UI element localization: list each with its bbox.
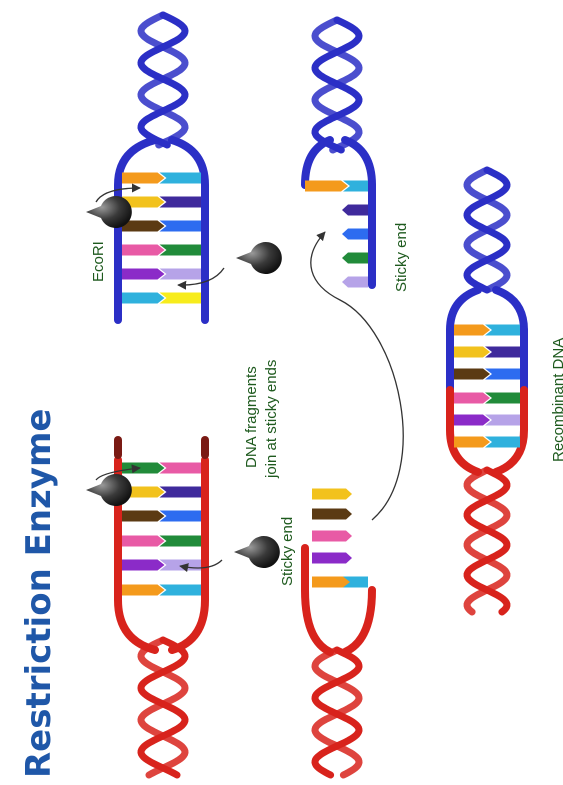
sticky-base — [342, 277, 368, 288]
base-pair-right — [485, 347, 520, 358]
join-arrow — [311, 232, 403, 520]
backbone-strand — [305, 590, 330, 652]
base-pair-right — [160, 536, 202, 547]
base-pair-left — [122, 221, 165, 232]
backbone-strand — [345, 140, 372, 185]
base-pair-left — [122, 536, 165, 547]
base-pair-right — [160, 487, 202, 498]
sticky-base — [342, 229, 368, 240]
base-pair-left — [122, 173, 165, 184]
sticky-base — [312, 553, 352, 564]
base-pair-right — [485, 437, 520, 448]
sticky-base — [342, 253, 368, 264]
sticky-base — [312, 489, 352, 500]
base-pair-right — [160, 173, 202, 184]
base-pair-left — [454, 347, 490, 358]
base-pair-left — [122, 560, 165, 571]
enzyme-eye — [231, 255, 234, 258]
dna-strand-red-top — [81, 440, 279, 775]
ecori-enzyme-icon — [86, 196, 132, 228]
base-pair-right — [160, 269, 202, 280]
base-pair-right — [160, 511, 202, 522]
ecori-enzyme-icon — [86, 474, 132, 506]
sticky-end-left-label: Sticky end — [279, 517, 296, 586]
base-pair-left — [305, 181, 348, 192]
helix-strand-b — [467, 170, 507, 290]
base-pair-left — [122, 293, 165, 304]
base-pair-left — [122, 269, 165, 280]
base-pair-right — [160, 293, 202, 304]
join-curve-arrow — [311, 232, 403, 520]
base-pair-left — [122, 463, 165, 474]
sticky-base — [312, 509, 352, 520]
base-pair-right — [160, 463, 202, 474]
enzyme-eye — [229, 549, 232, 552]
enzyme-label: EcoRI — [90, 241, 107, 282]
base-pair-left — [454, 437, 490, 448]
join-label-line-1: DNA fragments — [243, 366, 260, 468]
enzyme-eye — [81, 209, 84, 212]
base-pair-right — [160, 221, 202, 232]
base-pair-right — [160, 560, 202, 571]
base-pair-right — [485, 415, 520, 426]
recombinant-dna-label: Recombinant DNA — [550, 338, 563, 462]
base-pair-right — [485, 369, 520, 380]
base-pair-right — [485, 325, 520, 336]
base-pair-right — [160, 245, 202, 256]
ecori-enzyme-icon — [234, 536, 280, 568]
ecori-enzyme-icon — [236, 242, 282, 274]
enzyme-eye — [81, 487, 84, 490]
base-pair-left — [122, 245, 165, 256]
backbone-strand — [496, 290, 524, 330]
join-label-line-2: join at sticky ends — [263, 360, 280, 479]
base-pair-left — [312, 577, 348, 588]
helix-strand-b — [315, 20, 359, 150]
base-pair-left — [454, 369, 490, 380]
base-pair-right — [485, 393, 520, 404]
backbone-strand — [345, 590, 372, 652]
base-pair-left — [454, 415, 490, 426]
base-pair-right — [160, 197, 202, 208]
recombinant-dna — [450, 170, 524, 612]
base-pair-left — [454, 393, 490, 404]
base-pair-left — [122, 511, 165, 522]
backbone-strand — [450, 290, 478, 330]
sticky-end-right-label: Sticky end — [393, 223, 410, 292]
dna-fragment-red-sticky — [305, 489, 372, 776]
base-pair-left — [454, 325, 490, 336]
base-pair-left — [122, 585, 165, 596]
sticky-base — [342, 205, 368, 216]
dna-strand-blue-top — [81, 15, 281, 320]
base-pair-right — [160, 585, 202, 596]
backbone-strand — [305, 140, 330, 185]
diagram-graphics — [81, 15, 524, 775]
helix-strand-b — [141, 15, 185, 145]
diagram-title: Restriction Enzyme — [19, 409, 59, 778]
sticky-base — [312, 531, 352, 542]
